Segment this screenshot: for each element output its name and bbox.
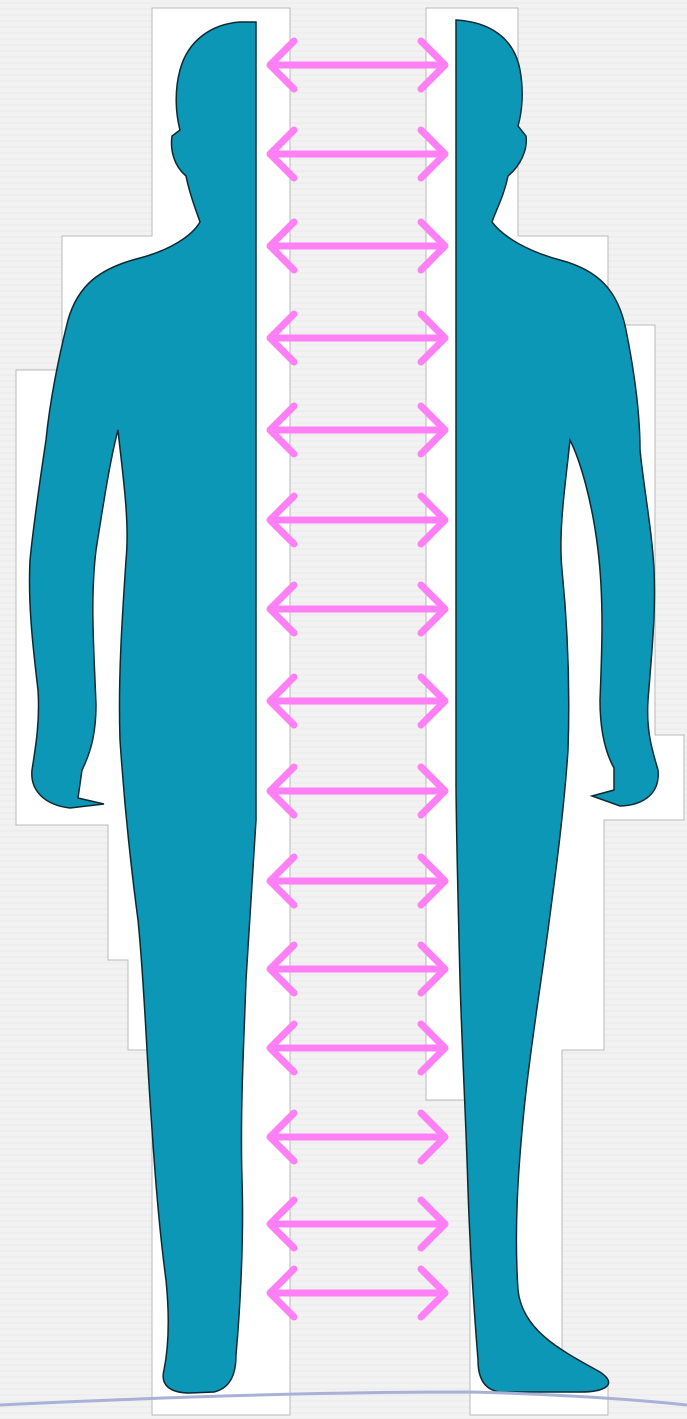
body-symmetry-diagram <box>0 0 687 1419</box>
diagram-canvas <box>0 0 687 1419</box>
